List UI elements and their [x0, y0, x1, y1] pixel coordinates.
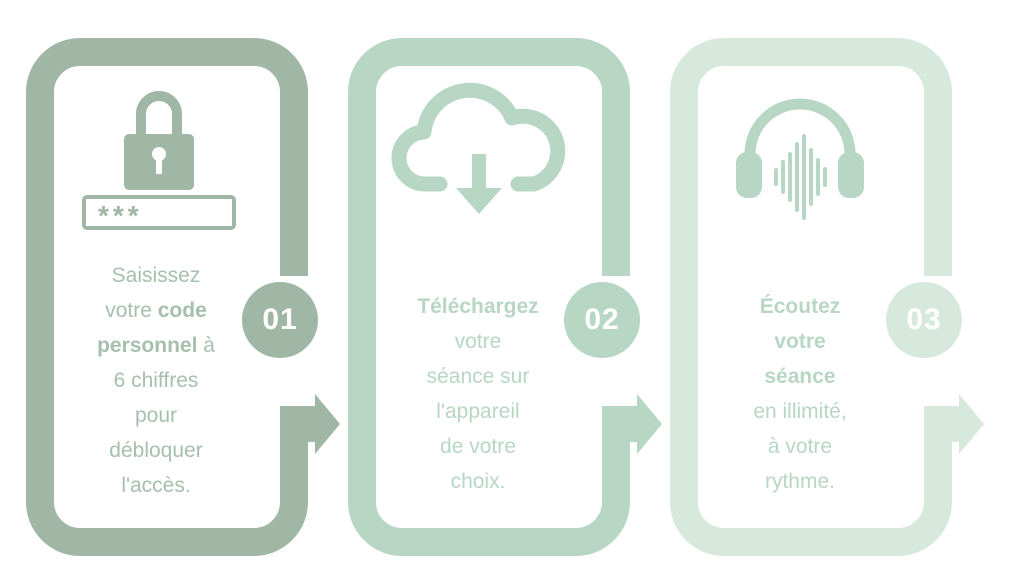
text: séance sur	[426, 365, 530, 388]
text: 6 chiffres	[113, 369, 199, 392]
step-2-number: 02	[584, 303, 620, 336]
description-line: l'appareil	[378, 394, 578, 429]
text: débloquer	[109, 439, 203, 462]
step-2-frame	[348, 38, 662, 556]
description-line: votre code	[56, 293, 256, 328]
step-3-frame	[670, 38, 984, 556]
step-2-description: Téléchargez votre séance sur l'appareil de v…	[378, 289, 578, 499]
text: de votre	[440, 435, 516, 458]
description-line: rythme.	[700, 464, 900, 499]
text: votre	[105, 299, 158, 322]
description-line: 6 chiffres	[56, 363, 256, 398]
step-2: Téléchargez votre séance sur l'appareil de v…	[348, 26, 662, 568]
step-3-number-badge: 03	[886, 282, 962, 358]
text: votre	[454, 330, 502, 353]
text: l'appareil	[436, 400, 520, 423]
bold-text: code	[157, 299, 207, 322]
arrow-right-icon	[280, 394, 340, 454]
description-line: à votre	[700, 429, 900, 464]
description-line: Écoutez	[700, 289, 900, 324]
text: choix.	[450, 470, 506, 493]
text: en illimité,	[753, 400, 847, 423]
text: rythme.	[764, 470, 835, 493]
bold-text: séance	[764, 365, 836, 388]
headphones-soundwave-icon	[736, 98, 864, 220]
arrow-right-icon	[602, 394, 662, 454]
description-line: votre	[700, 324, 900, 359]
step-1-number-badge: 01	[242, 282, 318, 358]
description-line: pour	[56, 398, 256, 433]
cloud-download-icon	[391, 82, 566, 214]
description-line: Téléchargez	[378, 289, 578, 324]
step-2-number-badge: 02	[564, 282, 640, 358]
description-line: Saisissez	[56, 258, 256, 293]
description-line: personnel à	[56, 328, 256, 363]
description-line: débloquer	[56, 433, 256, 468]
bold-text: Écoutez	[759, 295, 841, 318]
text: pour	[134, 404, 178, 427]
bold-text: votre	[774, 330, 826, 353]
bold-text: personnel	[97, 334, 198, 357]
description-line: de votre	[378, 429, 578, 464]
step-3-number: 03	[906, 303, 942, 336]
text: à	[197, 334, 215, 357]
text: l'accès.	[121, 474, 191, 497]
step-3-description: Écoutez votre séance en illimité, à votre ryt…	[700, 289, 900, 499]
text: Saisissez	[111, 264, 201, 287]
step-3: Écoutez votre séance en illimité, à votre ryt…	[670, 26, 984, 568]
text: à votre	[767, 435, 833, 458]
lock-password-icon: ***_	[82, 91, 236, 231]
description-line: l'accès.	[56, 468, 256, 503]
description-line: choix.	[378, 464, 578, 499]
step-1-number: 01	[262, 303, 298, 336]
bold-text: Téléchargez	[417, 295, 539, 318]
description-line: votre	[378, 324, 578, 359]
description-line: séance	[700, 359, 900, 394]
arrow-right-icon	[924, 394, 984, 454]
description-line: séance sur	[378, 359, 578, 394]
step-1-frame	[26, 38, 340, 556]
description-line: en illimité,	[700, 394, 900, 429]
password-mask: ***_	[98, 200, 162, 231]
